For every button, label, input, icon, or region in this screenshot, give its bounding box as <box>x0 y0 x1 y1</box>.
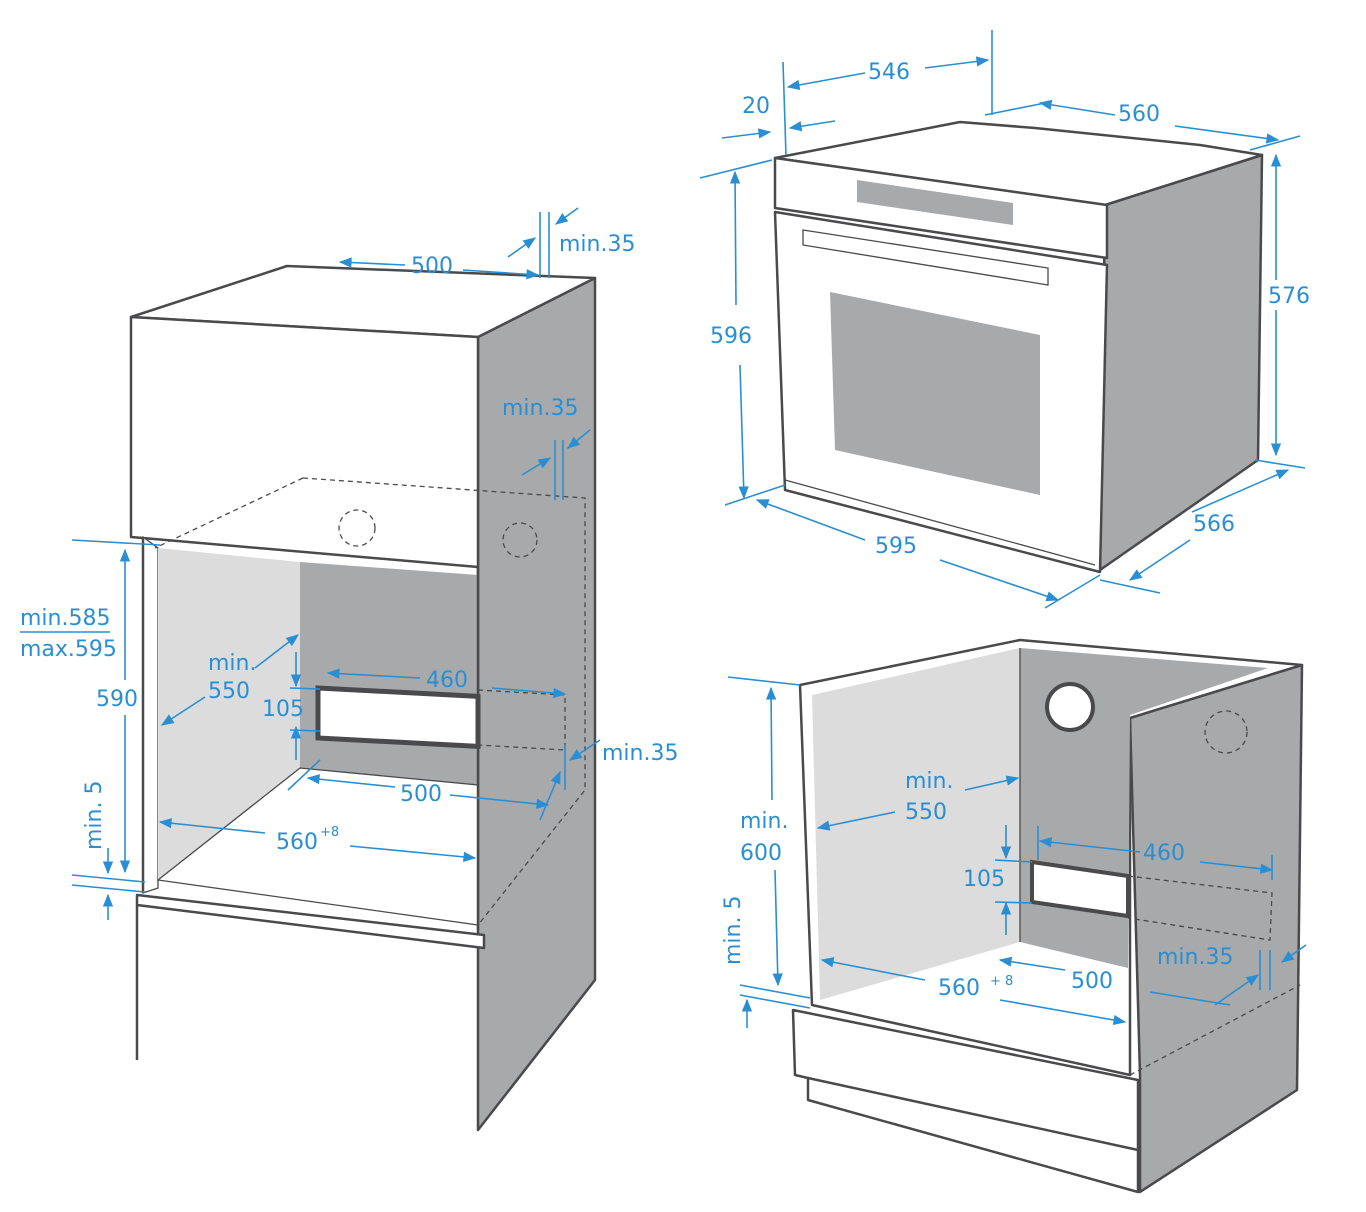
dim-niche-height-max: max.595 <box>20 637 117 662</box>
dim-niche-width: 560 <box>938 976 980 1001</box>
dim-rear-gap: min.35 <box>602 741 678 766</box>
dim-niche-width-tolerance: +8 <box>320 825 339 840</box>
dim-depth-min-label: min. <box>905 769 953 794</box>
dim-bottom-gap: min. 5 <box>82 781 107 850</box>
under-counter-dimensions: min. 550 min. 600 min. 5 105 460 min.35 … <box>721 676 1307 1028</box>
dim-niche-height: 590 <box>96 687 138 712</box>
plinth <box>791 1008 1140 1194</box>
dim-vent-height: 105 <box>963 867 1005 892</box>
dim-bottom-gap: min. 5 <box>721 896 746 965</box>
dim-rear-gap: min.35 <box>1157 945 1233 970</box>
dim-top-gap: min.35 <box>559 232 635 257</box>
dim-niche-height-min: min.585 <box>20 606 110 631</box>
under-counter-drawing <box>791 638 1304 1194</box>
oven-display <box>857 180 1013 225</box>
dim-body-height: 576 <box>1268 284 1310 309</box>
cabinet-side-panel <box>1128 663 1304 1194</box>
vent-opening <box>315 685 481 750</box>
dim-oven-depth: 546 <box>868 60 910 85</box>
dim-height-min: 600 <box>740 841 782 866</box>
dim-niche-width-tolerance: + 8 <box>990 974 1013 989</box>
dim-front-height: 596 <box>710 324 752 349</box>
oven-window <box>830 292 1040 495</box>
dim-vent-height: 105 <box>262 697 304 722</box>
upper-cabinet-front <box>129 315 480 569</box>
vent-opening <box>1030 859 1130 919</box>
oven-drawing <box>773 120 1264 574</box>
dim-height-min-label: min. <box>740 809 788 834</box>
niche-left-wall <box>158 548 300 880</box>
vent-hole-icon <box>1045 682 1095 732</box>
dim-depth-min-label: min. <box>208 651 256 676</box>
tall-cabinet-dimensions: 500 min.35 min.35 min.585 max.595 590 mi… <box>20 207 678 920</box>
dim-oven-width-top: 560 <box>1118 102 1160 127</box>
dim-depth-min: 550 <box>208 679 250 704</box>
dim-floor-depth: 500 <box>400 782 442 807</box>
dim-vent-width: 460 <box>1143 841 1185 866</box>
vent-hole-icon <box>502 522 538 558</box>
dim-vent-width: 460 <box>426 668 468 693</box>
dim-niche-width: 560 <box>276 830 318 855</box>
dim-floor-depth: 500 <box>1071 969 1113 994</box>
dim-top-depth: 500 <box>411 254 453 279</box>
oven-dimensions: 546 20 560 596 576 595 566 <box>699 30 1310 609</box>
tall-cabinet-drawing <box>129 264 597 1132</box>
oven-side <box>1098 153 1264 572</box>
dim-body-depth: 566 <box>1193 512 1235 537</box>
dim-depth-min: 550 <box>905 800 947 825</box>
dim-front-width: 595 <box>875 534 917 559</box>
vent-hole-icon <box>338 509 376 547</box>
vent-hole-icon <box>1204 710 1248 754</box>
dim-front-offset: 20 <box>742 94 770 119</box>
niche-left-wall <box>812 648 1020 1000</box>
oven-handle <box>802 229 1049 286</box>
dim-side-gap: min.35 <box>502 396 578 421</box>
